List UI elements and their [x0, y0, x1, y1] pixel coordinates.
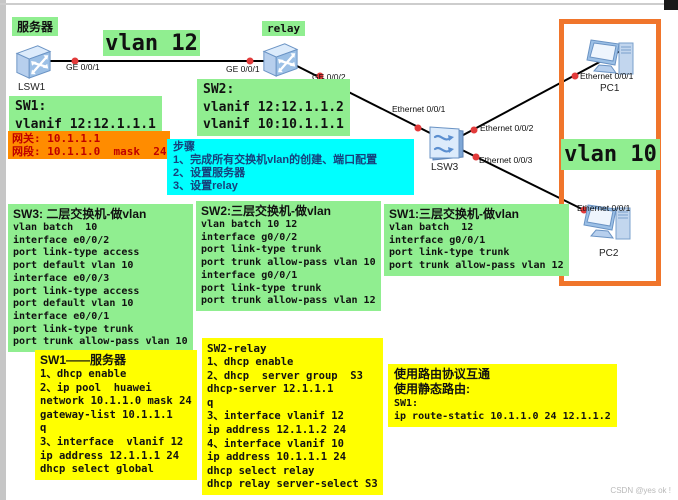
sw2-config-title: SW2:三层交换机-做vlan — [201, 204, 332, 218]
sw3-config-lines: vlan batch 10 interface e0/0/2 port link… — [13, 222, 188, 348]
sw1-server-lines: 1、dhcp enable 2、ip pool huawei network 1… — [40, 368, 192, 476]
gateway-subnet-note: 网关: 10.1.1.1 网段: 10.1.1.0 mask 24 — [8, 131, 171, 159]
routing-line-protocol: 使用路由协议互通 — [394, 367, 491, 381]
routing-line-sw1: SW1: — [394, 398, 419, 409]
sw2-vlanif-note: SW2: vlanif 12:12.1.1.2 vlanif 10:10.1.1… — [197, 79, 350, 136]
sw1-server-dhcp-note: SW1——服务器 1、dhcp enable 2、ip pool huawei … — [35, 350, 197, 480]
link-lsw3-pc1 — [451, 49, 623, 142]
steps-lines: 1、完成所有交换机vlan的创建、端口配置 2、设置服务器 3、设置relay — [173, 154, 378, 192]
static-routing-note: 使用路由协议互通 使用静态路由: SW1: ip route-static 10… — [388, 364, 617, 427]
sw1-server-title: SW1——服务器 — [40, 353, 127, 367]
left-edge-strip — [0, 0, 6, 500]
sw2-config-lines: vlan batch 10 12 interface g0/0/2 port l… — [201, 219, 376, 307]
port-label-lsw3-eth0-0-1: Ethernet 0/0/1 — [392, 104, 446, 114]
link-endpoint-dot — [316, 72, 324, 80]
vlan10-banner: vlan 10 — [561, 139, 660, 170]
pc-icon-pc2[interactable] — [582, 199, 634, 247]
link-endpoint-dot — [571, 72, 579, 80]
link-endpoint-dot — [580, 206, 588, 214]
steps-note: 步骤 1、完成所有交换机vlan的创建、端口配置 2、设置服务器 3、设置rel… — [167, 139, 414, 195]
device-label-pc1: PC1 — [600, 83, 620, 94]
port-label-lsw2-ge0-0-1: GE 0/0/1 — [226, 64, 260, 74]
link-lsw2-lsw3 — [292, 63, 433, 135]
link-endpoint-dot — [71, 57, 79, 65]
sw2-relay-dhcp-note: SW2-relay 1、dhcp enable 2、dhcp server gr… — [202, 338, 383, 495]
link-endpoint-dot — [472, 153, 480, 161]
switch-flat-icon-lsw3[interactable] — [427, 124, 467, 162]
switch-3d-icon-lsw1[interactable] — [14, 42, 52, 80]
device-label-pc2: PC2 — [599, 248, 619, 259]
sw3-config-note: SW3: 二层交换机-做vlan vlan batch 10 interface… — [8, 204, 193, 353]
switch-3d-icon-lsw2[interactable] — [261, 40, 299, 78]
sw1-vlanif-note: SW1: vlanif 12:12.1.1.1 — [9, 96, 162, 135]
sw3-config-title: SW3: 二层交换机-做vlan — [13, 207, 147, 221]
sw1-config-note: SW1:三层交换机-做vlan vlan batch 12 interface … — [384, 204, 569, 276]
top-edge-line — [0, 3, 678, 5]
port-label-lsw3-eth0-0-3: Ethernet 0/0/3 — [479, 155, 533, 165]
vlan12-banner: vlan 12 — [103, 30, 200, 56]
sw1-config-lines: vlan batch 12 interface g0/0/1 port link… — [389, 222, 564, 272]
device-label-lsw3: LSW3 — [431, 162, 459, 173]
device-label-lsw1: LSW1 — [18, 82, 46, 93]
port-label-lsw3-eth0-0-2: Ethernet 0/0/2 — [480, 123, 534, 133]
sw2-config-note: SW2:三层交换机-做vlan vlan batch 10 12 interfa… — [196, 201, 381, 311]
port-label-pc1-eth0-0-1: Ethernet 0/0/1 — [580, 71, 634, 81]
port-label-lsw1-ge0-0-1: GE 0/0/1 — [66, 62, 100, 72]
link-endpoint-dot — [414, 124, 422, 132]
relay-tag: relay — [262, 21, 306, 36]
routing-line-command: ip route-static 10.1.1.0 24 12.1.1.2 — [394, 411, 611, 422]
port-label-lsw2-ge0-0-2: GE 0/0/2 — [312, 72, 346, 82]
link-endpoint-dot — [470, 126, 478, 134]
link-endpoint-dot — [246, 57, 254, 65]
sw2-relay-title: SW2-relay — [207, 342, 267, 355]
pc-icon-pc1[interactable] — [585, 34, 637, 82]
watermark-text: CSDN @yes ok ! — [610, 486, 671, 495]
routing-line-static: 使用静态路由: — [394, 382, 470, 396]
steps-title: 步骤 — [173, 141, 195, 153]
server-tag: 服务器 — [12, 17, 59, 36]
sw2-relay-lines: 1、dhcp enable 2、dhcp server group S3 dhc… — [207, 356, 378, 491]
sw1-config-title: SW1:三层交换机-做vlan — [389, 207, 520, 221]
top-right-corner-block — [664, 0, 678, 10]
port-label-pc2-eth0-0-1: Ethernet 0/0/1 — [577, 203, 631, 213]
